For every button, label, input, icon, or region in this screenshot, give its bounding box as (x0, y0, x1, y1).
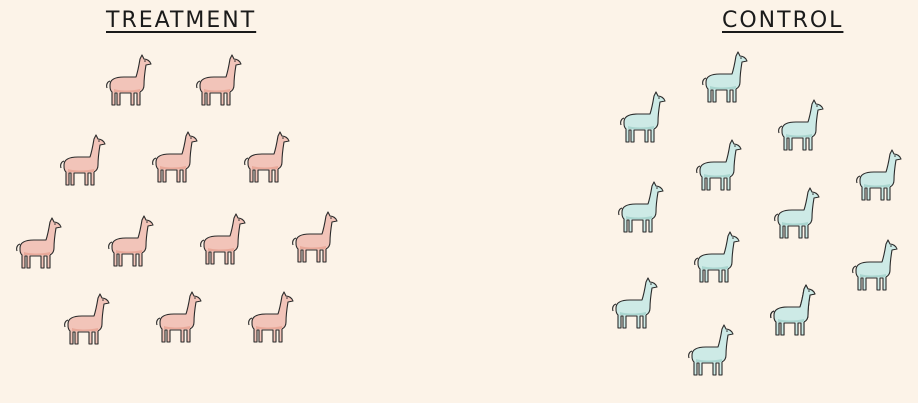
treatment-llama-5 (244, 131, 290, 183)
control-llama-2 (620, 91, 666, 143)
treatment-llama-group (16, 54, 338, 345)
treatment-llama-7 (108, 215, 154, 267)
control-llama-6 (618, 181, 664, 233)
treatment-llama-1 (106, 54, 152, 106)
control-llama-13 (612, 277, 658, 329)
treatment-llama-12 (248, 291, 294, 343)
control-llama-12 (688, 324, 734, 376)
treatment-llama-4 (152, 131, 198, 183)
control-llama-11 (770, 284, 816, 336)
treatment-llama-2 (196, 54, 242, 106)
treatment-llama-11 (156, 291, 202, 343)
treatment-llama-3 (60, 134, 106, 186)
control-llama-5 (856, 149, 902, 201)
control-llama-3 (778, 99, 824, 151)
treatment-group-title: TREATMENT (106, 8, 257, 33)
control-llama-group (612, 51, 902, 376)
control-llama-4 (696, 139, 742, 191)
control-llama-7 (774, 187, 820, 239)
control-llama-9 (852, 239, 898, 291)
control-llama-1 (702, 51, 748, 103)
treatment-llama-9 (292, 211, 338, 263)
treatment-llama-8 (200, 213, 246, 265)
treatment-llama-10 (64, 293, 110, 345)
treatment-llama-6 (16, 217, 62, 269)
control-group-title: CONTROL (722, 8, 844, 33)
control-llama-8 (694, 231, 740, 283)
